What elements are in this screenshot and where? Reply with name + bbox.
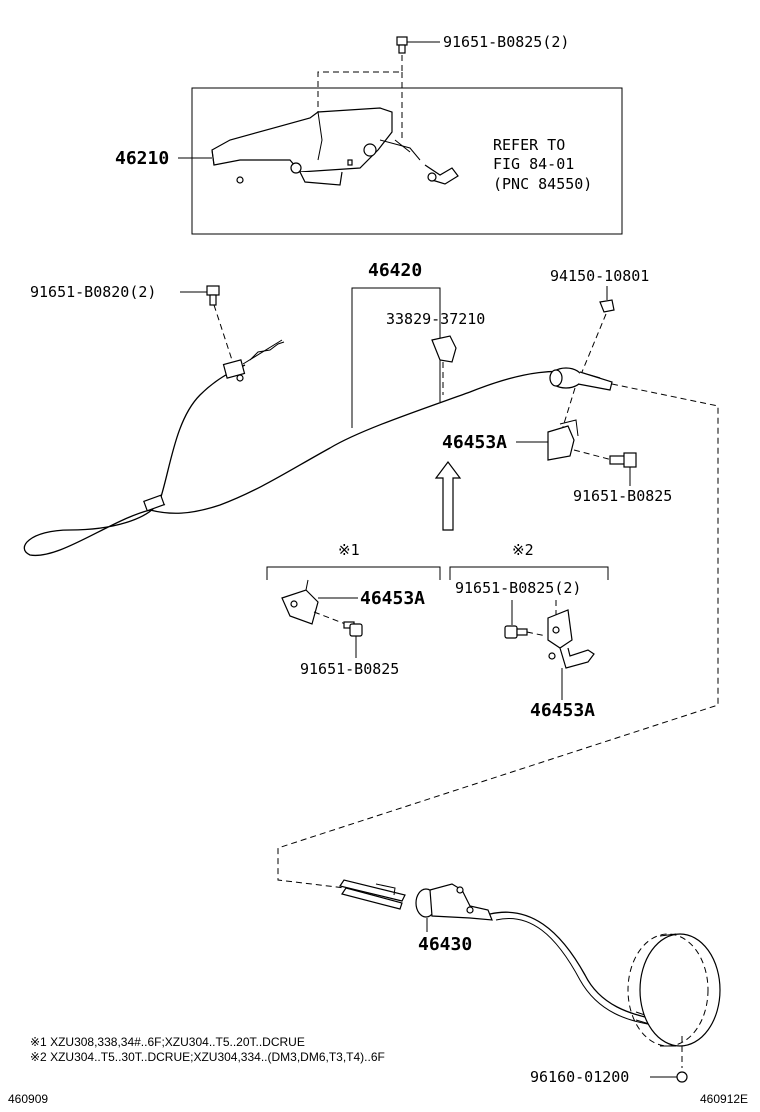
label-lever: 46210 <box>115 148 169 169</box>
cable-end-left-icon <box>222 339 285 382</box>
label-bolt-top: 91651-B0825(2) <box>443 33 569 51</box>
rear-cable-group: 46430 96160-01200 <box>339 879 721 1086</box>
footer-code-right: 460912E <box>700 1092 748 1106</box>
label-variant1-bracket: 46453A <box>360 588 425 609</box>
label-variant2-bolt: 91651-B0825(2) <box>455 579 581 597</box>
front-cable-group: 46420 91651-B0820(2) 33829-37210 94150-1 <box>23 260 719 889</box>
front-cable-icon <box>23 364 601 557</box>
rear-cable-lever-icon <box>339 879 493 921</box>
label-clip: 33829-37210 <box>386 310 485 328</box>
lever-assembly-group: 91651-B0825(2) 46210 REFER TO FIG 84-01 … <box>115 33 623 235</box>
variant-2-bracket-icon <box>547 609 595 669</box>
note-variant-2: ※2 XZU304..T5..30T..DCRUE;XZU304,334..(D… <box>30 1050 385 1064</box>
label-variant2-bracket: 46453A <box>530 700 595 721</box>
label-bolt-right: 91651-B0825 <box>573 487 672 505</box>
nut-right-icon <box>599 299 615 313</box>
bolt-left-icon <box>206 285 220 306</box>
bracket-main-icon <box>547 419 579 461</box>
variant-2-mark: ※2 <box>512 541 534 559</box>
variant-1-bracket-icon <box>281 579 319 625</box>
label-bracket-main: 46453A <box>442 432 507 453</box>
label-rear-nut: 96160-01200 <box>530 1068 629 1086</box>
variant-2-group: ※2 91651-B0825(2) 46453A <box>449 541 609 721</box>
variant-1-group: ※1 46453A 91651-B0825 <box>266 541 441 678</box>
footer-code-left: 460909 <box>8 1092 48 1106</box>
bolt-top-icon <box>396 36 408 54</box>
bolt-right-icon <box>609 452 637 468</box>
rear-cable-icon <box>489 911 661 1021</box>
label-cable-rear: 46430 <box>418 934 472 955</box>
variant-2-bolt-icon <box>504 625 528 639</box>
variant-1-mark: ※1 <box>338 541 360 559</box>
note-variant-1: ※1 XZU308,338,34#..6F;XZU304..T5..20T..D… <box>30 1035 305 1049</box>
cable-end-right-icon <box>549 367 613 391</box>
lever-frame <box>191 87 623 235</box>
rear-nut-icon <box>676 1071 688 1083</box>
parking-brake-lever-icon <box>211 107 459 186</box>
label-bolt-left: 91651-B0820(2) <box>30 283 156 301</box>
arrow-up-icon <box>434 461 462 531</box>
label-refer-line2: FIG 84-01 <box>493 155 574 173</box>
brake-drum-icon <box>627 933 721 1047</box>
cable-clip-icon <box>431 335 457 363</box>
variant-1-bolt-icon <box>343 621 363 637</box>
label-refer-line1: REFER TO <box>493 136 565 154</box>
label-cable-front: 46420 <box>368 260 422 281</box>
label-nut-right: 94150-10801 <box>550 267 649 285</box>
label-variant1-bolt: 91651-B0825 <box>300 660 399 678</box>
label-refer-line3: (PNC 84550) <box>493 175 592 193</box>
